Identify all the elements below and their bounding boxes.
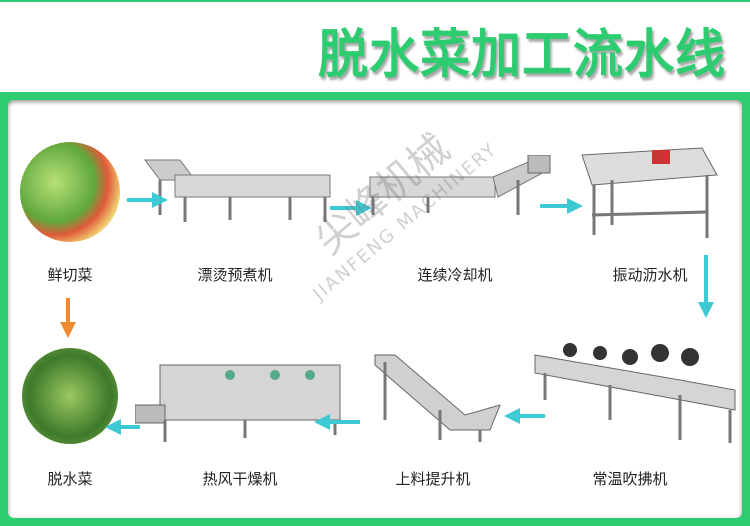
step-label: 鲜切菜 <box>47 266 93 284</box>
cooling-machine-image <box>369 155 551 215</box>
step-label: 连续冷却机 <box>417 266 493 284</box>
step-label: 上料提升机 <box>395 470 471 488</box>
step-label: 热风干燥机 <box>202 470 278 488</box>
blanching-machine-image <box>144 159 331 222</box>
step-label: 常温吹拂机 <box>592 470 668 488</box>
hot-air-dryer-image <box>135 364 341 442</box>
fresh-vegetables-image <box>20 142 120 242</box>
step-label: 脱水菜 <box>47 470 93 488</box>
air-blower-image <box>534 343 736 443</box>
step-label: 振动沥水机 <box>612 266 688 284</box>
page-title: 脱水菜加工流水线 <box>318 23 726 85</box>
dried-vegetables-image <box>22 348 118 444</box>
top-line <box>0 0 750 2</box>
vibrating-drainer-image <box>581 147 718 238</box>
elevator-image <box>374 354 501 442</box>
step-label: 漂烫预煮机 <box>197 266 273 284</box>
